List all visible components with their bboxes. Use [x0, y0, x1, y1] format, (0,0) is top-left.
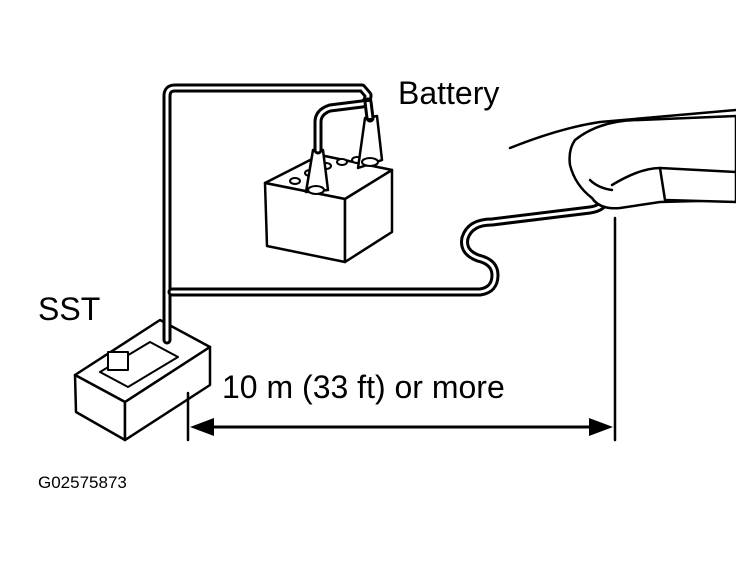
arrow-right-icon [589, 418, 613, 436]
battery-illustration [263, 114, 394, 264]
sst-window [99, 341, 179, 388]
wire-battery-to-sst [162, 83, 375, 345]
distance-dimension [186, 216, 617, 442]
sst-button [107, 351, 129, 371]
label-distance: 10 m (33 ft) or more [222, 369, 505, 405]
battery-side [343, 168, 394, 264]
sst-side [123, 345, 212, 442]
hand-illustration [508, 108, 736, 210]
hand-thumb [658, 166, 736, 204]
arrow-left-icon [190, 418, 214, 436]
wire-sst-to-squib [167, 193, 611, 297]
label-battery: Battery [398, 75, 499, 111]
sst-device [73, 318, 212, 442]
label-sst: SST [38, 291, 100, 327]
figure-code: G02575873 [38, 473, 127, 492]
